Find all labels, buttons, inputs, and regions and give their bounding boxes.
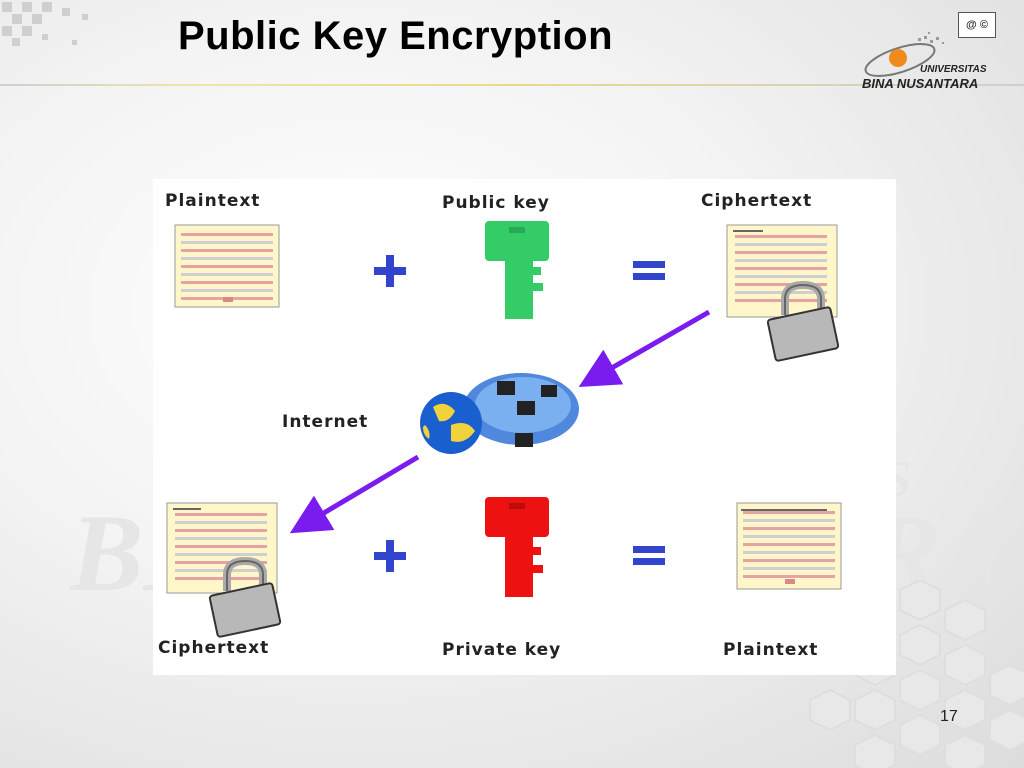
university-logo-icon <box>864 32 944 77</box>
arrow-to-internet <box>578 309 711 387</box>
label-plaintext-top: Plaintext <box>165 191 261 211</box>
logo-badge: @ © <box>958 12 996 38</box>
page-number: 17 <box>940 708 958 725</box>
public-key-icon <box>485 221 549 319</box>
slide-title: Public Key Encryption <box>178 14 614 58</box>
label-ciphertext-bottom: Ciphertext <box>158 638 270 658</box>
plaintext-document-bottom <box>736 502 842 590</box>
encryption-diagram: Plaintext Public key Ciphertext Internet… <box>153 179 896 675</box>
logo-text-universitas: UNIVERSITAS <box>920 64 987 75</box>
title-underline <box>0 84 1024 86</box>
arrow-to-ciphertext <box>289 454 420 534</box>
equals-operator-bottom <box>633 546 665 565</box>
logo-text-bina-nusantara: BINA NUSANTARA <box>862 76 979 91</box>
internet-globe-icon <box>420 373 579 454</box>
plus-operator-bottom <box>374 540 406 572</box>
corner-dots-decoration <box>2 2 88 46</box>
label-internet: Internet <box>282 412 369 432</box>
private-key-icon <box>485 497 549 597</box>
label-private-key: Private key <box>442 640 562 660</box>
padlock-icon-top <box>766 280 840 362</box>
label-public-key: Public key <box>442 193 550 213</box>
label-ciphertext-top: Ciphertext <box>701 191 813 211</box>
plaintext-document-top <box>174 224 280 308</box>
ciphertext-document-bottom <box>166 502 278 594</box>
equals-operator-top <box>633 261 665 280</box>
label-plaintext-bottom: Plaintext <box>723 640 819 660</box>
plus-operator-top <box>374 255 406 287</box>
padlock-icon-bottom <box>208 556 282 638</box>
